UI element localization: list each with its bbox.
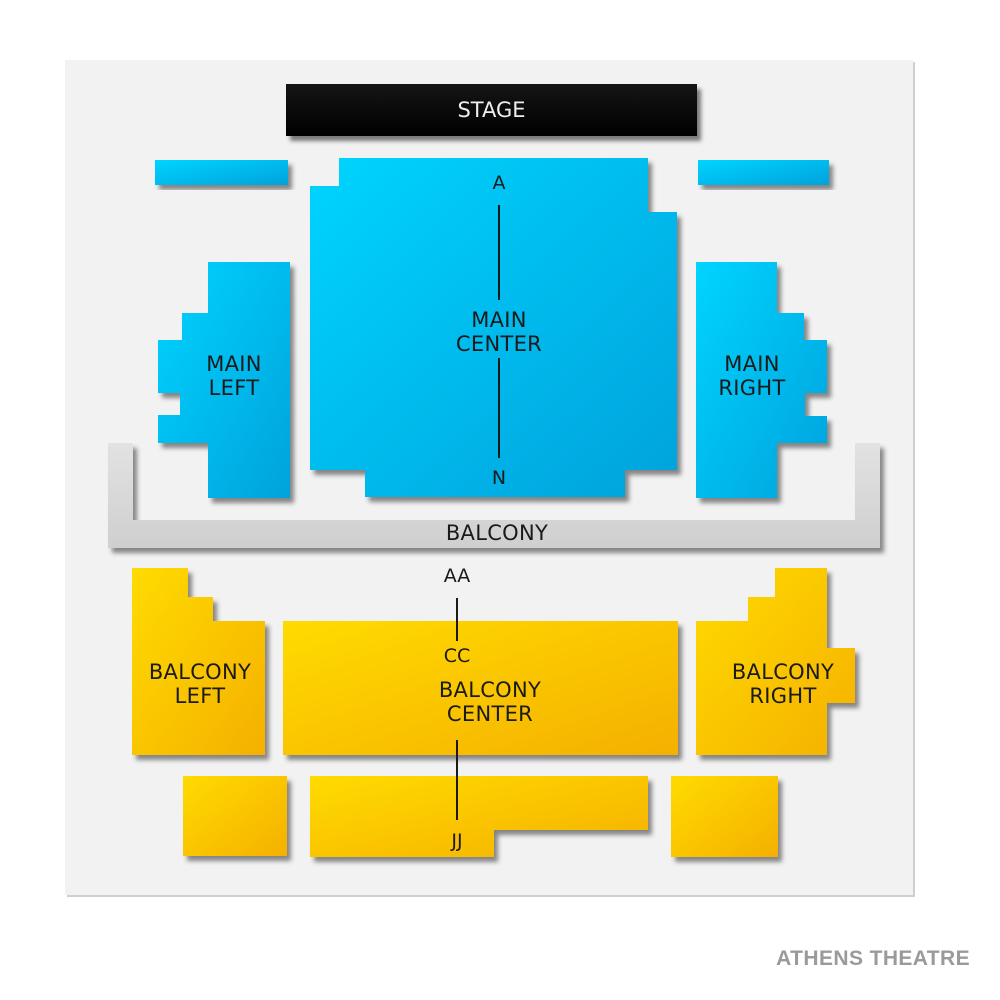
main-left-label: MAIN LEFT: [178, 352, 290, 400]
balcony-divider-label: BALCONY: [445, 521, 549, 545]
balcony-lower-left-section[interactable]: [183, 776, 287, 856]
balcony-right-label-line2: RIGHT: [749, 684, 817, 708]
main-left-label-line2: LEFT: [208, 376, 260, 400]
main-left-label-line1: MAIN: [206, 352, 262, 376]
row-label-cc: CC: [443, 645, 471, 667]
balcony-lower-right-section[interactable]: [671, 776, 778, 857]
main-center-section[interactable]: [310, 158, 677, 497]
balcony-divider: [108, 443, 880, 548]
row-label-a: A: [492, 172, 506, 194]
main-right-label-line2: RIGHT: [718, 376, 786, 400]
box-left-section[interactable]: [155, 160, 288, 185]
main-center-label-line1: MAIN: [471, 308, 527, 332]
balcony-left-label-line2: LEFT: [174, 684, 226, 708]
row-label-jj: JJ: [451, 830, 463, 852]
stage-label: STAGE: [457, 98, 526, 122]
main-right-section[interactable]: [696, 262, 827, 498]
main-right-label: MAIN RIGHT: [696, 352, 808, 400]
balcony-center-label-line2: CENTER: [446, 702, 534, 726]
balcony-center-section[interactable]: [283, 621, 678, 755]
balcony-left-label: BALCONY LEFT: [132, 660, 268, 708]
main-left-section[interactable]: [158, 262, 290, 498]
balcony-lower-center-section[interactable]: [310, 776, 648, 857]
stage: STAGE: [286, 84, 697, 136]
balcony-left-section[interactable]: [132, 568, 265, 755]
main-right-label-line1: MAIN: [724, 352, 780, 376]
balcony-center-label: BALCONY CENTER: [410, 678, 570, 726]
row-label-n: N: [491, 467, 507, 489]
balcony-center-label-line1: BALCONY: [438, 678, 542, 702]
box-right-section[interactable]: [698, 160, 829, 185]
balcony-right-section[interactable]: [696, 568, 855, 755]
main-center-label: MAIN CENTER: [430, 308, 568, 356]
main-center-label-line2: CENTER: [455, 332, 543, 356]
balcony-left-label-line1: BALCONY: [148, 660, 252, 684]
row-label-aa: AA: [443, 565, 471, 587]
balcony-right-label: BALCONY RIGHT: [715, 660, 851, 708]
balcony-right-label-line1: BALCONY: [731, 660, 835, 684]
venue-name: ATHENS THEATRE: [776, 947, 970, 970]
